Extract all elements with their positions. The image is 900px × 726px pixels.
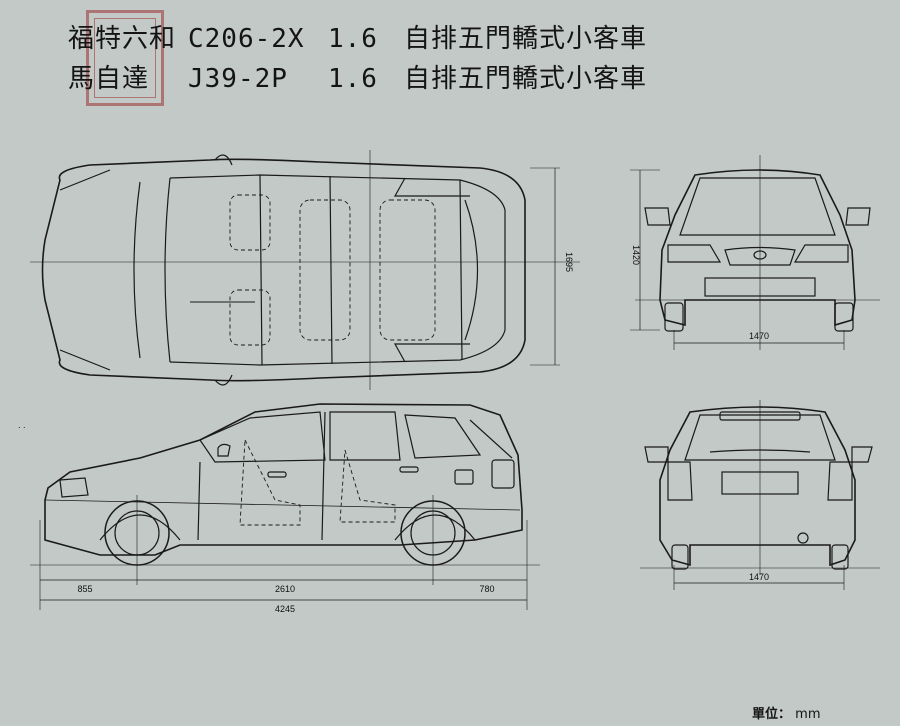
header-row-mazda: 馬自達 J39-2P 1.6 自排五門轎式小客車 (68, 58, 647, 95)
side-seats-outline (239, 438, 396, 526)
unit-value: mm (795, 707, 821, 722)
overall-length-label: 4245 (275, 604, 295, 614)
vehicle-description: 自排五門轎式小客車 (404, 64, 648, 94)
wheelbase-label: 2610 (275, 584, 295, 594)
front-view: 1420 1470 (630, 155, 880, 350)
front-overhang-label: 855 (77, 584, 92, 594)
unit-note: 單位： mm (752, 703, 820, 722)
model-code: C206-2X (188, 24, 305, 54)
header-row-ford: 福特六和 C206-2X 1.6 自排五門轎式小客車 (68, 18, 647, 55)
vehicle-description: 自排五門轎式小客車 (404, 24, 648, 54)
front-track-label: 1470 (749, 331, 769, 341)
rear-overhang-label: 780 (479, 584, 494, 594)
engine-displacement: 1.6 (328, 64, 378, 94)
make-name: 福特六和 (68, 24, 177, 54)
unit-label: 單位： (752, 707, 792, 722)
red-seal-stamp (86, 10, 164, 106)
top-view: 1695 (30, 150, 580, 390)
rear-track-label: 1470 (749, 572, 769, 582)
top-width-label: 1695 (564, 252, 574, 272)
make-name: 馬自達 (68, 64, 150, 94)
interior-seats-outline (229, 194, 436, 346)
front-height-label: 1420 (631, 245, 641, 265)
model-code: J39-2P (188, 64, 288, 94)
rear-view: 1470 (640, 400, 880, 590)
stray-mark: . . (18, 420, 26, 430)
side-view: 855 2610 780 4245 . . (18, 403, 540, 614)
engine-displacement: 1.6 (328, 24, 378, 54)
